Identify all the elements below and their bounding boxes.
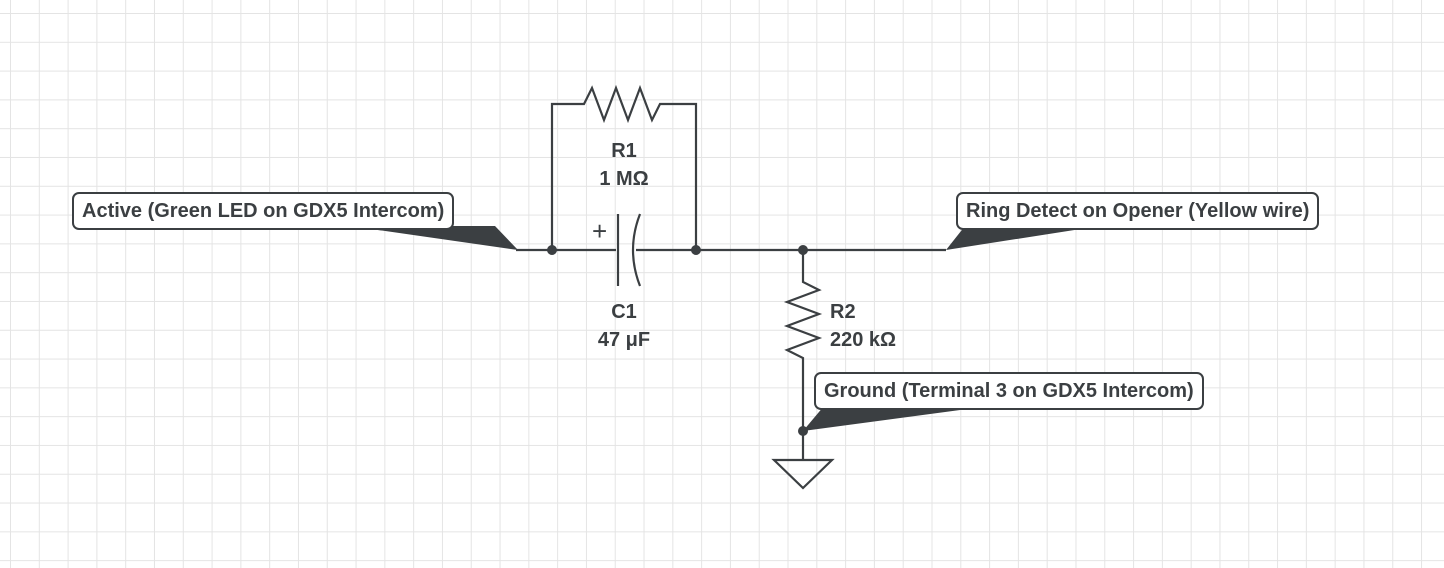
r1-ref-label: R1 <box>611 140 637 162</box>
ring-detect-callout-tail <box>946 226 1100 250</box>
r2-ref-label: R2 <box>830 301 856 323</box>
ground-net-label: Ground (Terminal 3 on GDX5 Intercom) <box>814 372 1204 410</box>
junction-node-ground <box>798 426 808 436</box>
c1-curved-plate <box>631 213 642 287</box>
junction-node-left <box>547 245 557 255</box>
wire-r1-loop <box>550 84 698 250</box>
wire-r2-to-ground <box>783 250 823 460</box>
junction-node-r2 <box>798 245 808 255</box>
c1-value-label: 47 μF <box>598 329 650 351</box>
c1-polarity-mark: + <box>592 216 607 246</box>
junction-node-right <box>691 245 701 255</box>
ground-callout-tail <box>803 406 990 431</box>
ring-detect-net-label: Ring Detect on Opener (Yellow wire) <box>956 192 1320 230</box>
ground-icon <box>771 458 835 490</box>
c1-ref-label: C1 <box>611 301 637 323</box>
active-net-label: Active (Green LED on GDX5 Intercom) <box>72 192 455 230</box>
r2-value-label: 220 kΩ <box>830 329 896 351</box>
active-callout-tail <box>350 226 518 250</box>
r1-value-label: 1 MΩ <box>599 168 648 190</box>
